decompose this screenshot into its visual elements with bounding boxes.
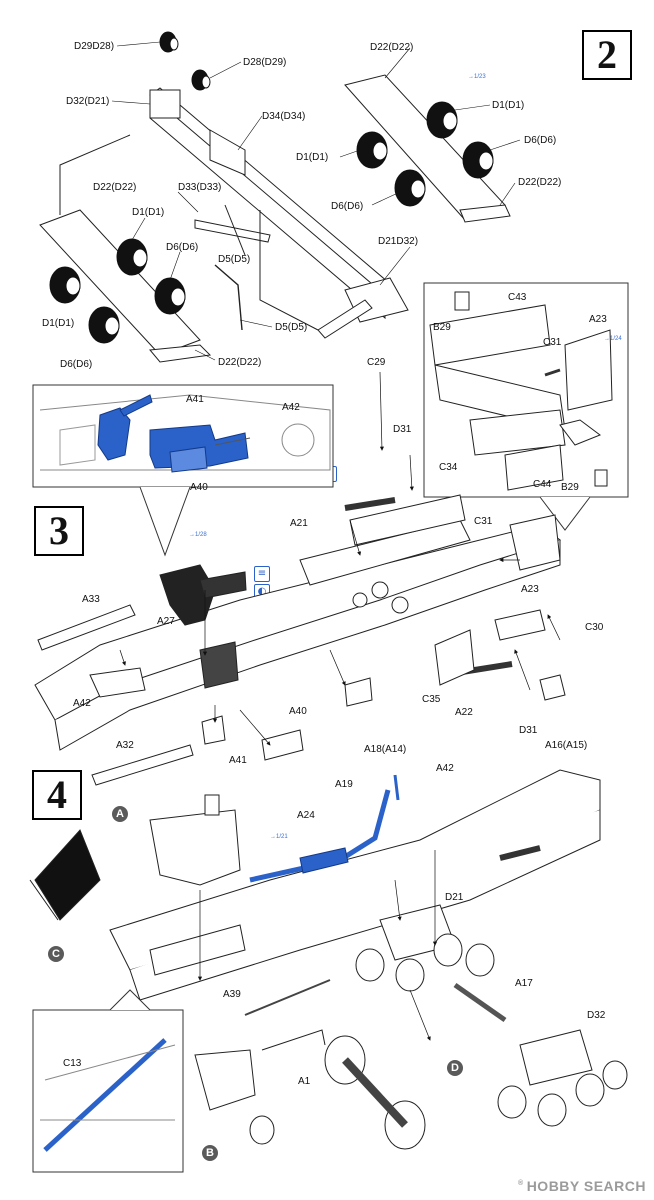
step-number-3: 3 <box>34 506 84 556</box>
step-number-4: 4 <box>32 770 82 820</box>
label-a42: A42 <box>73 698 91 709</box>
label-a41: A41 <box>229 755 247 766</box>
inset-rear-detail <box>423 282 629 531</box>
label-d5d5-a: D5(D5) <box>218 254 250 265</box>
callout-c: C <box>48 946 64 962</box>
label-d32: D32 <box>587 1010 606 1021</box>
inset-gearbox-detail <box>32 384 334 557</box>
callout-b: B <box>202 1145 218 1161</box>
callout-a: A <box>112 806 128 822</box>
label-d1d1-a: D1(D1) <box>132 207 164 218</box>
label-d22d22-b: D22(D22) <box>218 357 261 368</box>
wheels-step2 <box>49 31 494 344</box>
label-c43: C43 <box>508 292 527 303</box>
svg-text:→1/24: →1/24 <box>604 336 622 342</box>
label-c30: C30 <box>585 622 604 633</box>
callout-d: D <box>447 1060 463 1076</box>
label-d31-top: D31 <box>393 424 412 435</box>
label-d22d22-top: D22(D22) <box>370 42 413 53</box>
assembly-arrows <box>119 371 561 1041</box>
label-d22d22-left: D22(D22) <box>93 182 136 193</box>
label-a23: A23 <box>521 584 539 595</box>
label-a19: A19 <box>335 779 353 790</box>
label-d22d22-right: D22(D22) <box>518 177 561 188</box>
label-d21: D21 <box>445 892 464 903</box>
inset-c13-detail <box>32 989 184 1173</box>
step2-assembly <box>39 74 511 363</box>
step4-labels: A19 A42 A24 D21 A17 D32 A39 A1 C13 →1/21 <box>63 763 606 1087</box>
inset-rear-labels: C43 B29 A23 C31 C44 B29 →1/23 →1/24 <box>433 74 622 493</box>
label-c44: C44 <box>533 479 552 490</box>
label-b29-bot: B29 <box>561 482 579 493</box>
label-a1: A1 <box>298 1076 311 1087</box>
label-c34: C34 <box>439 462 458 473</box>
label-a41-detail: A41 <box>186 394 204 405</box>
svg-text:→1/23: →1/23 <box>468 74 486 80</box>
label-d34d34: D34(D34) <box>262 111 305 122</box>
label-a42-detail: A42 <box>282 402 300 413</box>
label-c31-top: C31 <box>543 337 562 348</box>
label-b29-top: B29 <box>433 322 451 333</box>
inset-gearbox-labels: A41 A42 A40 <box>186 394 300 493</box>
label-a22: A22 <box>455 707 473 718</box>
label-a16a15: A16(A15) <box>545 740 587 751</box>
step2-leaders <box>111 41 521 361</box>
label-d6d6-b: D6(D6) <box>60 359 92 370</box>
label-a18a14: A18(A14) <box>364 744 406 755</box>
label-c31: C31 <box>474 516 493 527</box>
label-d29d28: D29D28) <box>74 41 114 52</box>
label-d31-bot: D31 <box>519 725 538 736</box>
label-a40: A40 <box>289 706 307 717</box>
label-d6d6-d: D6(D6) <box>331 201 363 212</box>
label-d1d1-c: D1(D1) <box>492 100 524 111</box>
label-d6d6-a: D6(D6) <box>166 242 198 253</box>
label-a21: A21 <box>290 518 308 529</box>
label-c13: C13 <box>63 1058 82 1069</box>
label-d5d5-b: D5(D5) <box>275 322 307 333</box>
label-c29: C29 <box>367 357 386 368</box>
label-a40-detail: A40 <box>190 482 208 493</box>
step-number-2: 2 <box>582 30 632 80</box>
label-a23-top: A23 <box>589 314 607 325</box>
label-c35: C35 <box>422 694 441 705</box>
label-a32: A32 <box>116 740 134 751</box>
label-a24: A24 <box>297 810 315 821</box>
label-d1d1-d: D1(D1) <box>296 152 328 163</box>
label-a42: A42 <box>436 763 454 774</box>
label-a17: A17 <box>515 978 533 989</box>
step4-frame <box>29 769 628 1150</box>
label-d6d6-c: D6(D6) <box>524 135 556 146</box>
label-a33: A33 <box>82 594 100 605</box>
label-d1d1-b: D1(D1) <box>42 318 74 329</box>
label-d32d21: D32(D21) <box>66 96 109 107</box>
hobby-search-watermark: ®HOBBY SEARCH <box>518 1178 646 1194</box>
striped-paint-icon: ≡ <box>254 566 270 582</box>
label-a27: A27 <box>157 616 175 627</box>
label-a39: A39 <box>223 989 241 1000</box>
label-d21d32: D21D32) <box>378 236 418 247</box>
label-d28d29: D28(D29) <box>243 57 286 68</box>
step2-labels: D29D28) D28(D29) D32(D21) D34(D34) D22(D… <box>42 41 561 370</box>
step3-labels: C29 D31 C34 A21 C31 A23 A27 A33 C30 C35 … <box>73 357 604 766</box>
svg-text:→1/21: →1/21 <box>270 834 288 840</box>
svg-text:→1/28: →1/28 <box>189 532 207 538</box>
label-d33d33: D33(D33) <box>178 182 221 193</box>
step3-frame <box>34 494 566 786</box>
